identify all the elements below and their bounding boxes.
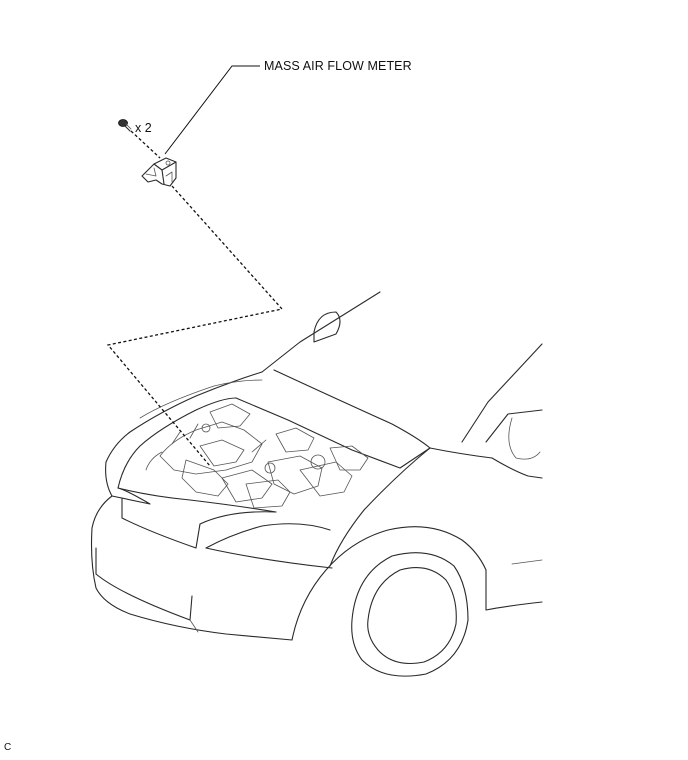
reference-code: C [4,742,12,753]
installation-dashed-line [106,130,284,467]
bolt-icon [118,119,132,132]
callout-leader-line [164,65,260,155]
mass-air-flow-meter-icon [141,157,177,187]
part-name-label: MASS AIR FLOW METER [264,59,412,73]
bolt-quantity-label: x 2 [135,121,152,135]
vehicle-front-icon [90,291,543,677]
